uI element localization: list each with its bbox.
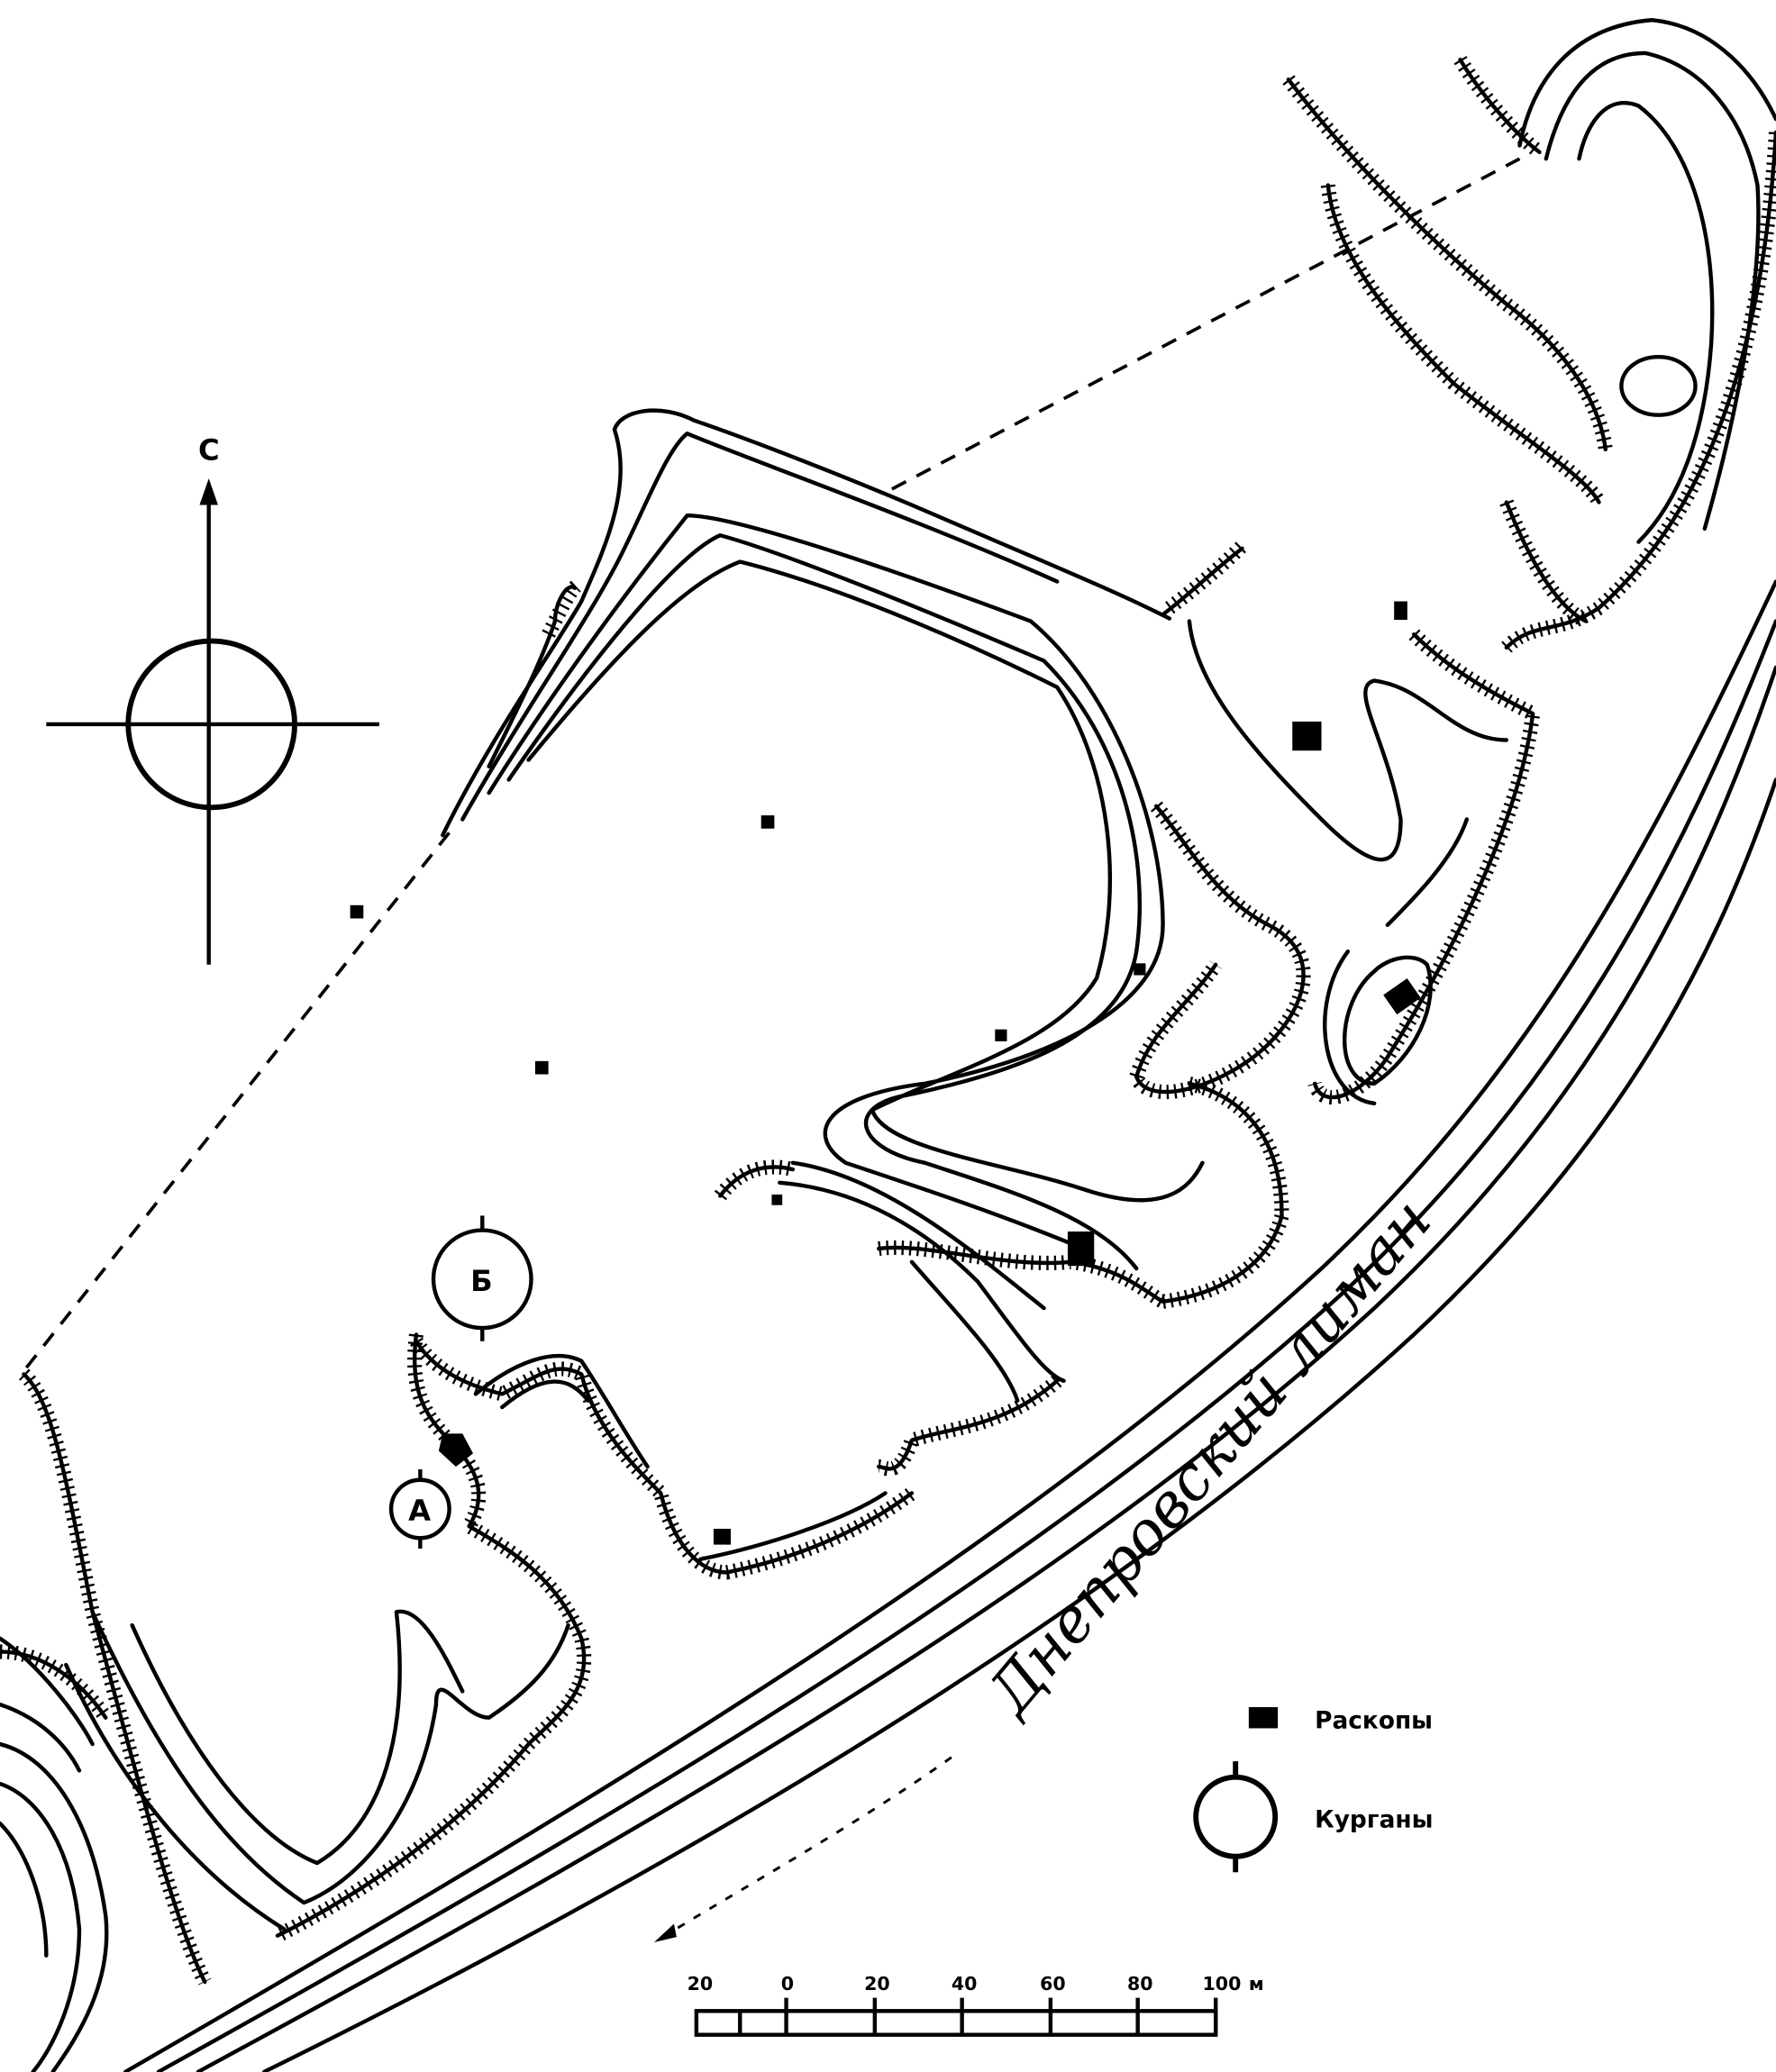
north-label: С: [198, 433, 220, 468]
excavation-marker: [438, 1433, 474, 1468]
river-label: Днепровский лиман: [972, 1186, 1445, 1730]
escarpment-lines: [0, 56, 1776, 1986]
excavation-marker: [1394, 601, 1407, 621]
legend-excavations-label: Раскопы: [1315, 1707, 1433, 1734]
legend: Раскопы Курганы: [1193, 1706, 1433, 1873]
scale-tick-label: 100: [1203, 1973, 1242, 1995]
north-arrow-compass: С: [46, 433, 379, 965]
excavation-marker: [760, 815, 775, 829]
river-flow-arrow: [653, 1756, 952, 1944]
flow-arrowhead-icon: [653, 1923, 677, 1943]
scale-unit-label: м: [1249, 1973, 1264, 1995]
kurgan-label: А: [408, 1494, 431, 1528]
legend-kurgans-label: Курганы: [1315, 1806, 1433, 1833]
scale-tick-label: 20: [864, 1973, 890, 1995]
scale-tick-label: 40: [952, 1973, 978, 1995]
scale-tick-label: 20: [688, 1973, 714, 1995]
contour-lines: [0, 18, 1776, 2072]
scale-tick-label: 60: [1040, 1973, 1066, 1995]
scale-bar: 20 0 20 40 60 80 100 м: [688, 1973, 1264, 2037]
kurgan-a: А: [388, 1469, 451, 1549]
site-boundary-west: [24, 832, 451, 1369]
excavation-marker: [1067, 1231, 1095, 1267]
excavation-markers: [350, 601, 1421, 1545]
legend-excavation-icon: [1248, 1706, 1279, 1729]
kurgan-label: Б: [470, 1264, 493, 1298]
excavation-marker: [350, 904, 364, 919]
excavation-marker: [534, 1060, 549, 1075]
kurgan-b: Б: [431, 1215, 533, 1341]
excavation-marker: [995, 1029, 1007, 1041]
excavation-marker: [771, 1194, 783, 1205]
north-arrow-icon: [199, 478, 218, 505]
excavation-marker: [1383, 977, 1421, 1015]
excavation-marker: [1134, 963, 1146, 976]
river-banks: [123, 579, 1776, 2072]
scale-tick-label: 80: [1127, 1973, 1153, 1995]
excavation-marker: [1292, 721, 1322, 751]
excavation-marker: [713, 1529, 731, 1545]
site-boundary-north: [891, 157, 1521, 491]
scale-tick-label: 0: [781, 1973, 794, 1995]
legend-kurgan-icon: [1193, 1761, 1279, 1873]
